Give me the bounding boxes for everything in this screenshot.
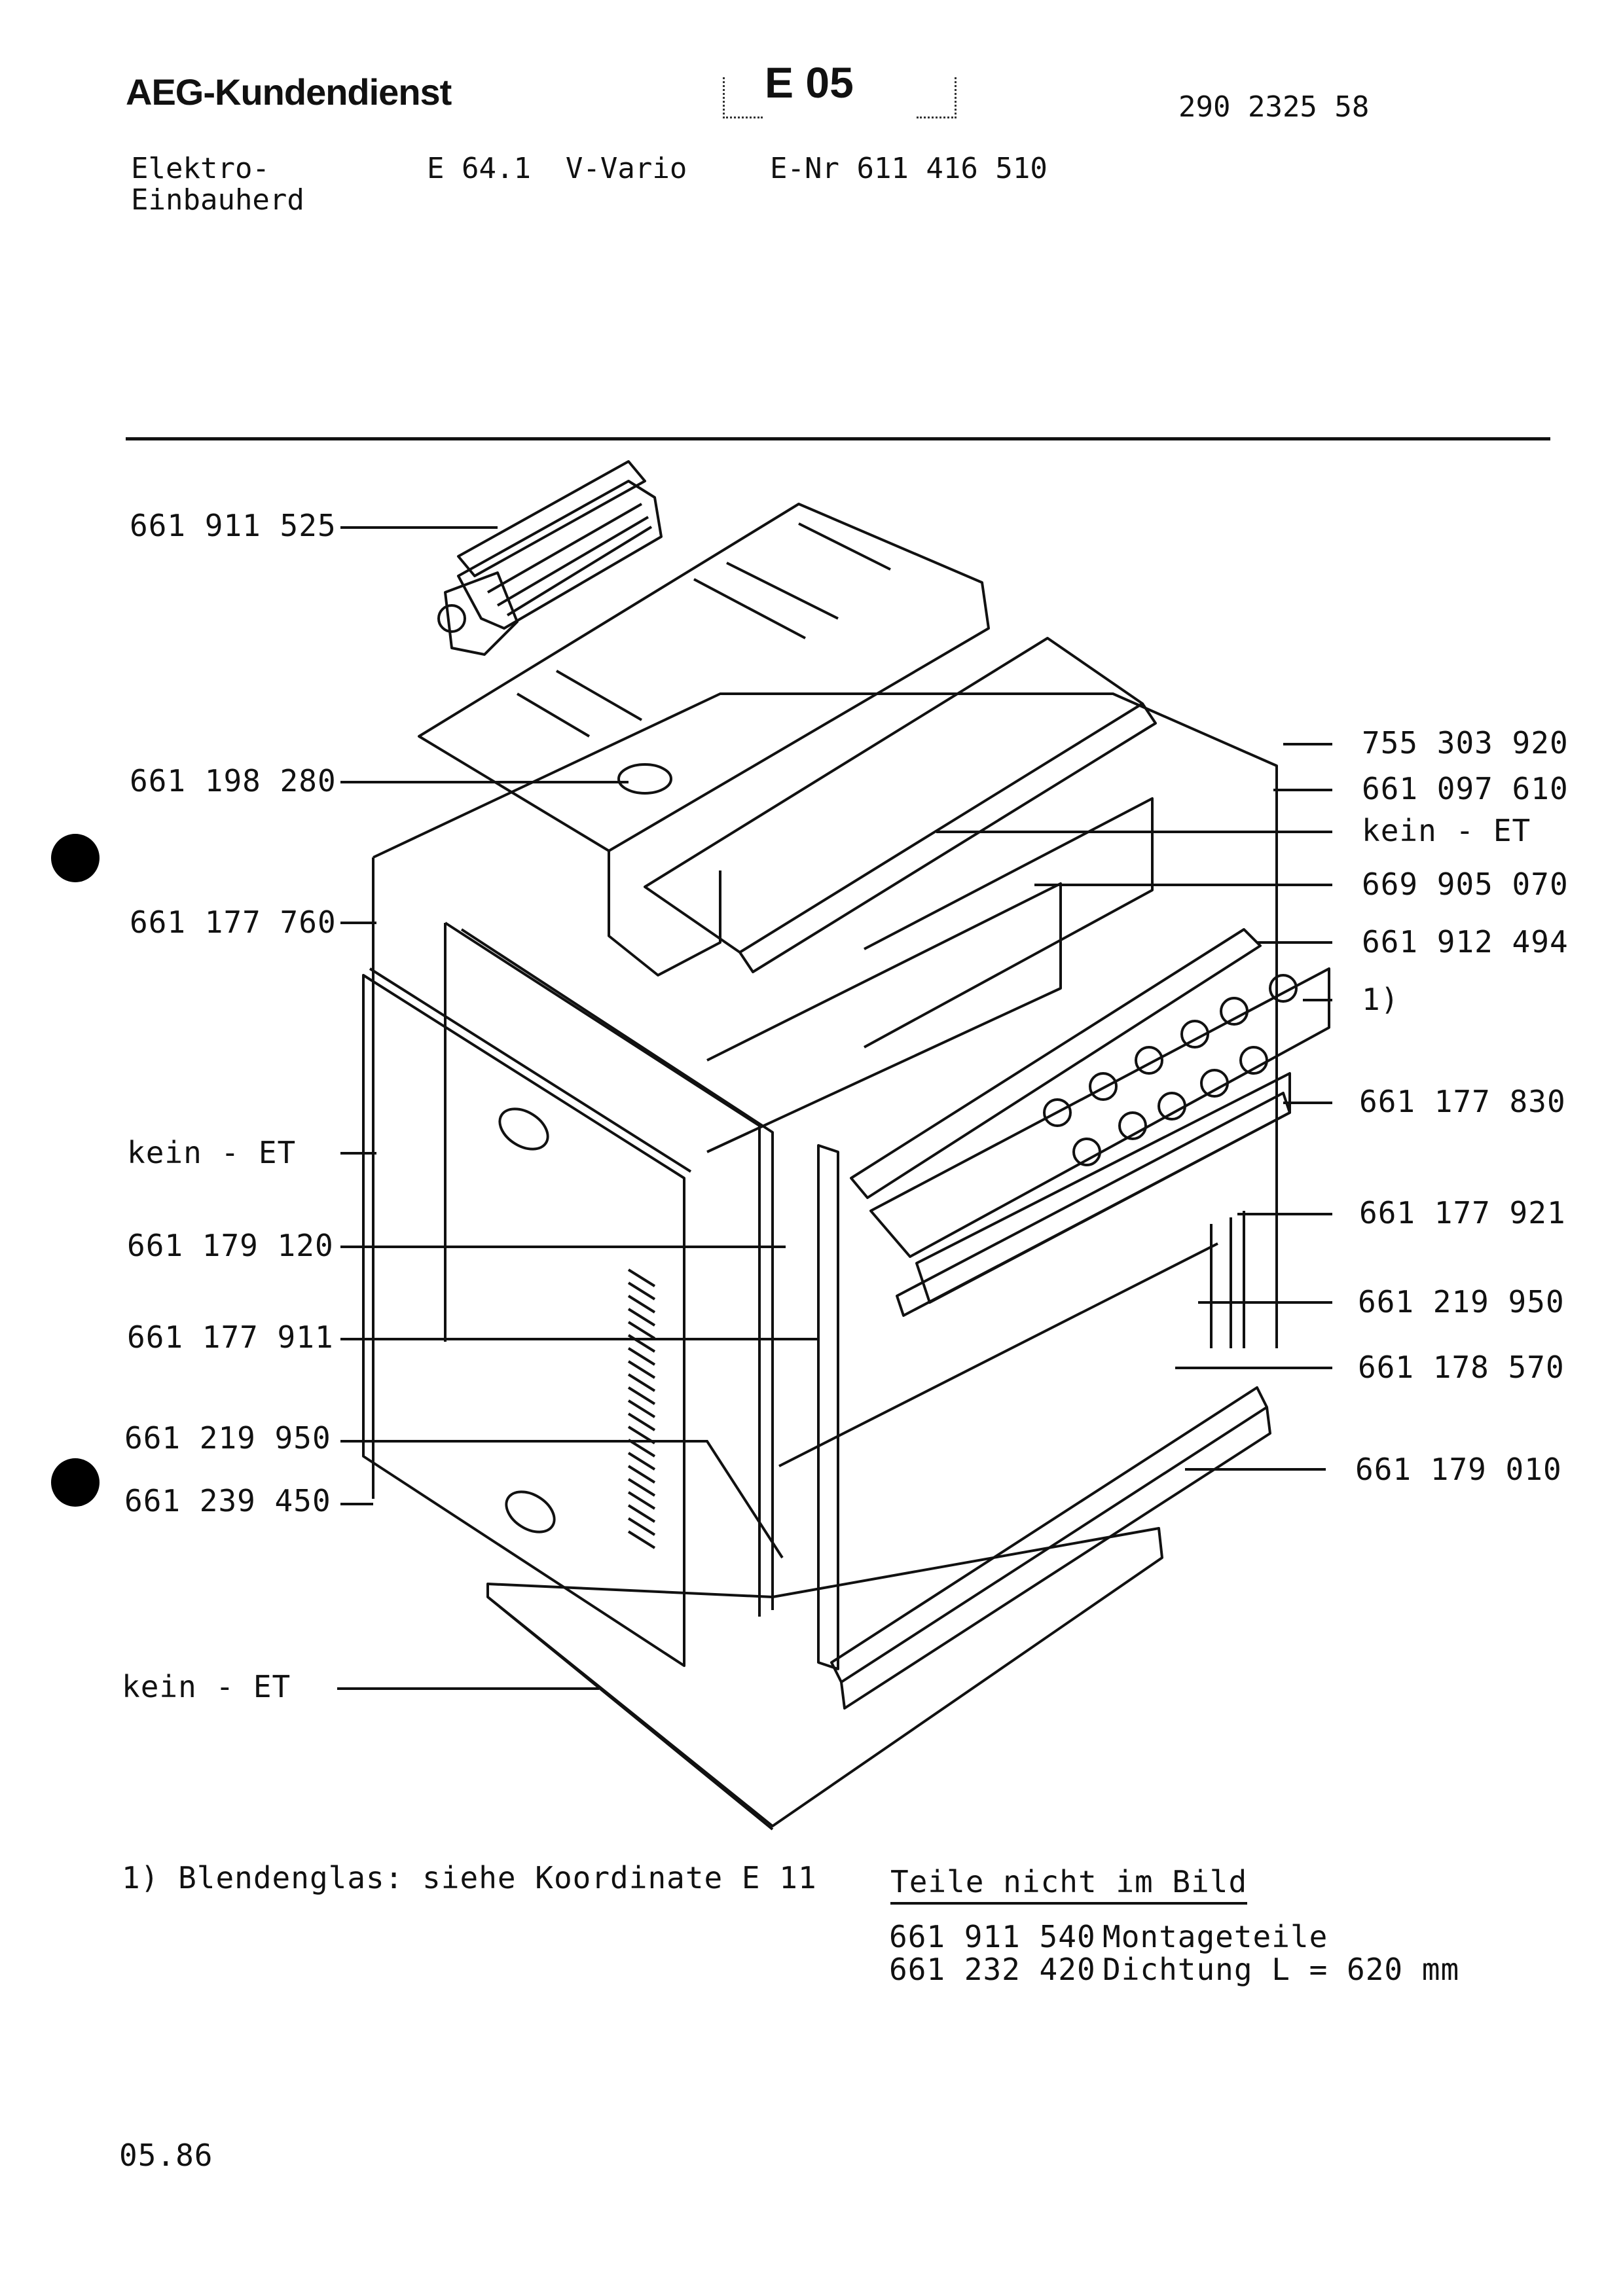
code-bracket-right xyxy=(917,77,957,118)
parts-not-shown-number-1: 661 911 540 xyxy=(889,1919,1096,1954)
part-label-left-2: 661 198 280 xyxy=(130,763,337,798)
part-label-right-6: 1) xyxy=(1362,982,1400,1017)
part-label-right-2: 661 097 610 xyxy=(1362,771,1569,806)
part-label-left-6: 661 177 911 xyxy=(127,1319,334,1355)
parts-not-shown-desc-2: Dichtung L = 620 mm xyxy=(1103,1952,1460,1987)
parts-not-shown-desc-1: Montageteile xyxy=(1103,1919,1328,1954)
part-label-left-5: 661 179 120 xyxy=(127,1228,334,1263)
part-label-left-8: 661 239 450 xyxy=(124,1483,331,1518)
base-rail xyxy=(830,1386,1271,1710)
side-panel xyxy=(362,967,692,1667)
marker-dot-bottom xyxy=(51,1458,100,1507)
part-label-left-7: 661 219 950 xyxy=(124,1420,331,1456)
control-panel xyxy=(850,928,1330,1317)
bottom-plate xyxy=(486,1527,1163,1831)
part-label-right-7: 661 177 830 xyxy=(1359,1084,1566,1119)
brand-title: AEG-Kundendienst xyxy=(126,71,452,113)
part-label-left-9: kein - ET xyxy=(122,1669,291,1704)
carcass xyxy=(372,692,1278,1499)
marker-dot-top xyxy=(51,834,100,882)
product-line-2: Einbauherd xyxy=(131,183,304,217)
parts-not-shown-title: Teile nicht im Bild xyxy=(890,1864,1248,1905)
part-label-right-10: 661 178 570 xyxy=(1358,1350,1565,1385)
part-label-left-3: 661 177 760 xyxy=(130,905,337,940)
model-name: E 64.1 V-Vario xyxy=(427,152,687,185)
top-plate xyxy=(644,637,1157,973)
part-label-left-4: kein - ET xyxy=(127,1135,297,1170)
leader-lines xyxy=(337,526,1332,1690)
side-rails-right xyxy=(1210,1211,1245,1348)
page-code: E 05 xyxy=(765,58,854,107)
code-bracket-left xyxy=(723,77,763,118)
e-number: E-Nr 611 416 510 xyxy=(770,152,1048,185)
part-label-left-1: 661 911 525 xyxy=(130,508,337,543)
product-line-1: Elektro- xyxy=(131,152,270,185)
fan-motor xyxy=(437,460,663,656)
front-frame xyxy=(444,922,839,1670)
part-label-right-4: 669 905 070 xyxy=(1362,867,1569,902)
part-label-right-9: 661 219 950 xyxy=(1358,1284,1565,1319)
part-label-right-8: 661 177 921 xyxy=(1359,1195,1566,1230)
part-label-right-1: 755 303 920 xyxy=(1362,725,1569,761)
doc-number: 290 2325 58 xyxy=(1178,90,1370,124)
header-divider xyxy=(126,437,1550,440)
footnote: 1) Blendenglas: siehe Koordinate E 11 xyxy=(122,1860,817,1895)
part-label-right-11: 661 179 010 xyxy=(1355,1452,1562,1487)
parts-not-shown-number-2: 661 232 420 xyxy=(889,1952,1096,1987)
part-label-right-5: 661 912 494 xyxy=(1362,924,1569,960)
part-label-right-3: kein - ET xyxy=(1362,813,1531,848)
date-stamp: 05.86 xyxy=(119,2138,213,2173)
top-cover xyxy=(418,503,990,977)
